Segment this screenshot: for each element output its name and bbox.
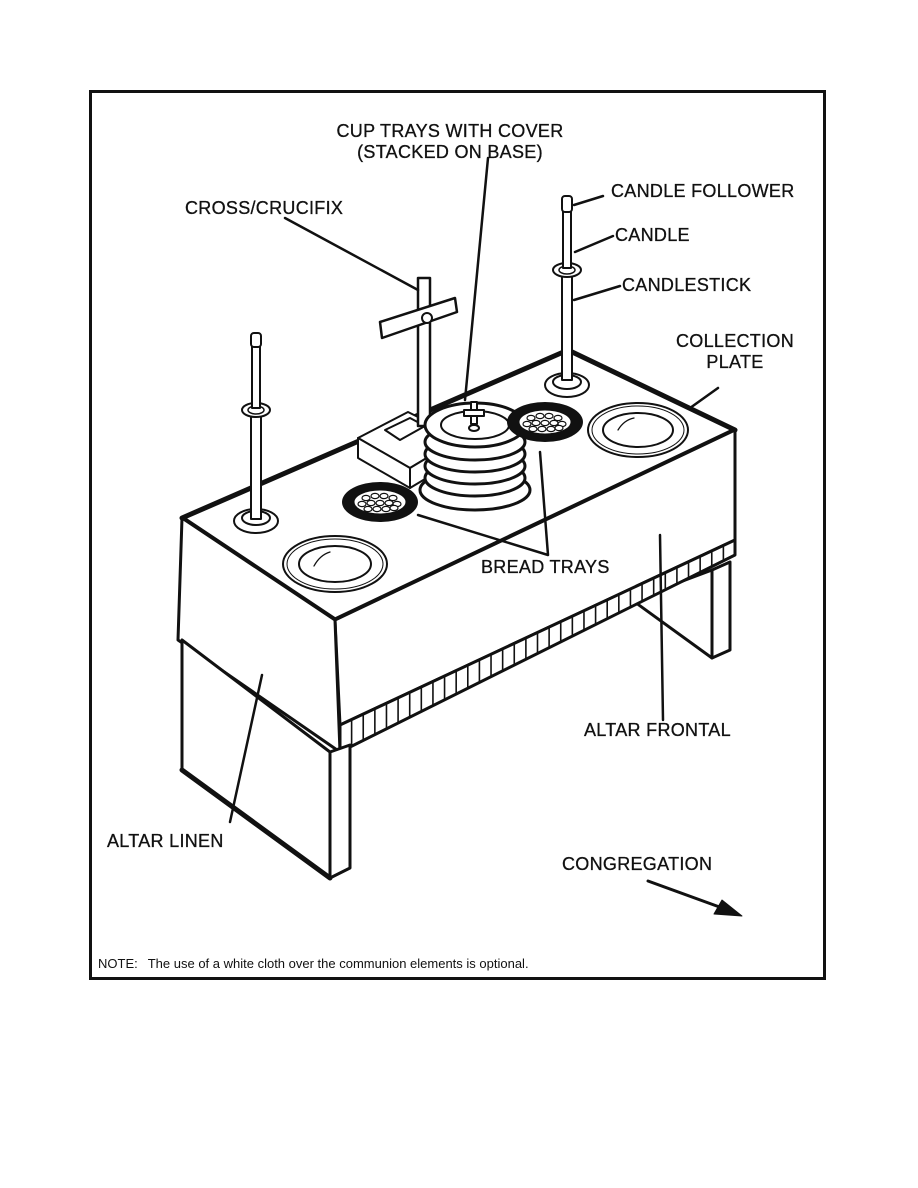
label-collection-plate: COLLECTION PLATE xyxy=(660,331,810,373)
leader-lines xyxy=(228,156,720,824)
note-heading: NOTE: xyxy=(98,956,138,971)
label-candle: CANDLE xyxy=(615,225,690,245)
leader-collection-plate xyxy=(688,386,720,410)
label-collection-plate-line1: COLLECTION xyxy=(675,331,795,351)
bread-piece xyxy=(388,494,398,502)
altar-leg-front xyxy=(179,638,352,881)
leader-candle xyxy=(573,234,615,254)
label-cup-trays-line1: CUP TRAYS WITH COVER xyxy=(336,121,564,141)
leader-altar-linen xyxy=(228,673,264,824)
congregation-arrow xyxy=(646,879,743,917)
leader-bread-trays xyxy=(416,450,550,557)
bread-piece xyxy=(531,419,541,427)
bread-piece xyxy=(540,419,550,427)
bread-piece xyxy=(553,414,563,422)
bread-piece xyxy=(363,505,373,513)
bread-piece xyxy=(375,499,385,507)
bread-piece xyxy=(384,499,394,507)
label-congregation: CONGREGATION xyxy=(562,854,713,874)
bread-piece xyxy=(372,505,382,513)
bread-piece xyxy=(528,425,538,433)
bread-piece xyxy=(357,500,367,508)
bread-piece xyxy=(379,492,389,500)
leader-cup-trays xyxy=(463,156,490,402)
bread-piece xyxy=(361,494,371,502)
collection-plate-left xyxy=(282,535,388,593)
leader-altar-frontal xyxy=(658,533,665,722)
bread-piece xyxy=(526,414,536,422)
bread-piece xyxy=(546,425,556,433)
collection-plate-right xyxy=(587,402,689,458)
figure-frame xyxy=(89,90,826,980)
label-bread-trays: BREAD TRAYS xyxy=(481,557,610,577)
bread-tray-right xyxy=(507,402,583,442)
bread-piece xyxy=(554,424,564,432)
bread-piece xyxy=(549,419,559,427)
label-cup-trays-line2: (STACKED ON BASE) xyxy=(357,142,543,162)
note-text: The use of a white cloth over the commun… xyxy=(147,956,529,971)
leader-cross xyxy=(283,216,420,292)
bread-piece xyxy=(535,412,545,420)
altar-leg-back-right xyxy=(630,560,732,660)
bread-piece xyxy=(366,499,376,507)
bread-piece xyxy=(522,420,532,428)
bread-piece xyxy=(381,505,391,513)
label-collection-plate-line2: PLATE xyxy=(706,352,764,372)
bread-piece xyxy=(544,412,554,420)
label-altar-frontal: ALTAR FRONTAL xyxy=(584,720,731,740)
label-cup-trays: CUP TRAYS WITH COVER (STACKED ON BASE) xyxy=(300,121,600,163)
leader-candle-follower xyxy=(572,194,605,207)
candlestick-left xyxy=(233,332,279,534)
label-candle-follower: CANDLE FOLLOWER xyxy=(611,181,795,201)
label-altar-linen: ALTAR LINEN xyxy=(107,831,224,851)
cup-trays-stack xyxy=(418,401,532,512)
figure-note: NOTE: The use of a white cloth over the c… xyxy=(98,956,529,971)
bread-piece xyxy=(370,492,380,500)
leader-candlestick xyxy=(572,284,622,302)
bread-tray-left xyxy=(342,482,418,522)
label-candlestick: CANDLESTICK xyxy=(622,275,752,295)
bread-piece xyxy=(537,425,547,433)
bread-piece xyxy=(389,504,399,512)
candlestick-right xyxy=(544,195,590,398)
label-cross-crucifix: CROSS/CRUCIFIX xyxy=(185,198,344,218)
